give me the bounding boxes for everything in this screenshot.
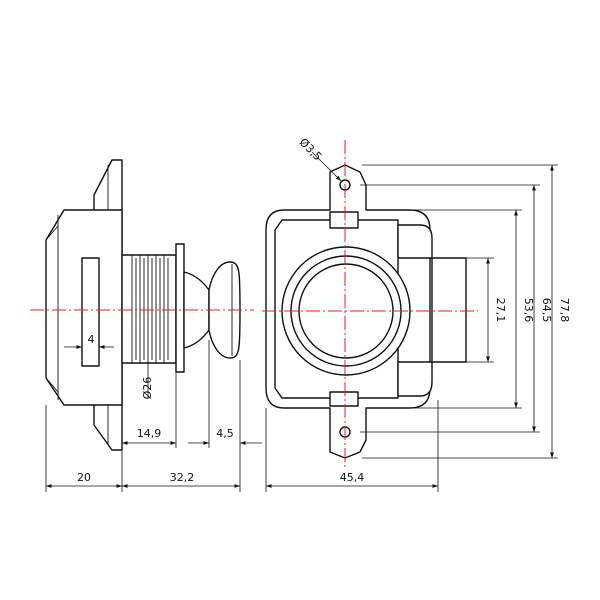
dim-hole-dia: Ø3,5 [297,136,325,164]
side-dimensions: 20 32,2 14,9 4,5 4 Ø26 [45,333,262,492]
dim-thread-dia: Ø26 [141,377,154,400]
front-inner-body [274,219,399,399]
front-bottom-tab [329,391,359,407]
dim-height-53: 53,6 [522,298,535,323]
dim-height-27: 27,1 [494,298,507,323]
dim-left-body: 32,2 [170,471,195,484]
side-view [45,159,241,451]
dim-height-77: 77,8 [558,298,571,323]
button-inner-ring [298,263,394,359]
front-dimensions: Ø3,5 45,4 27,1 53,6 64,5 77,8 [265,136,571,492]
dim-knob: 4,5 [216,427,234,440]
front-right-clip-bottom [397,361,433,397]
dim-left-base: 20 [77,471,91,484]
centerlines [30,140,478,470]
front-latch-block [431,257,467,363]
thread-lines [131,255,169,363]
dim-flange: 14,9 [137,427,162,440]
side-slot [81,257,100,367]
front-top-tab [329,211,359,229]
knob-collar [175,243,185,373]
dim-height-64: 64,5 [540,298,553,323]
front-right-clip-top [397,224,433,259]
dim-front-width: 45,4 [340,471,365,484]
dim-slot-width: 4 [88,333,95,346]
threaded-barrel [121,254,177,364]
